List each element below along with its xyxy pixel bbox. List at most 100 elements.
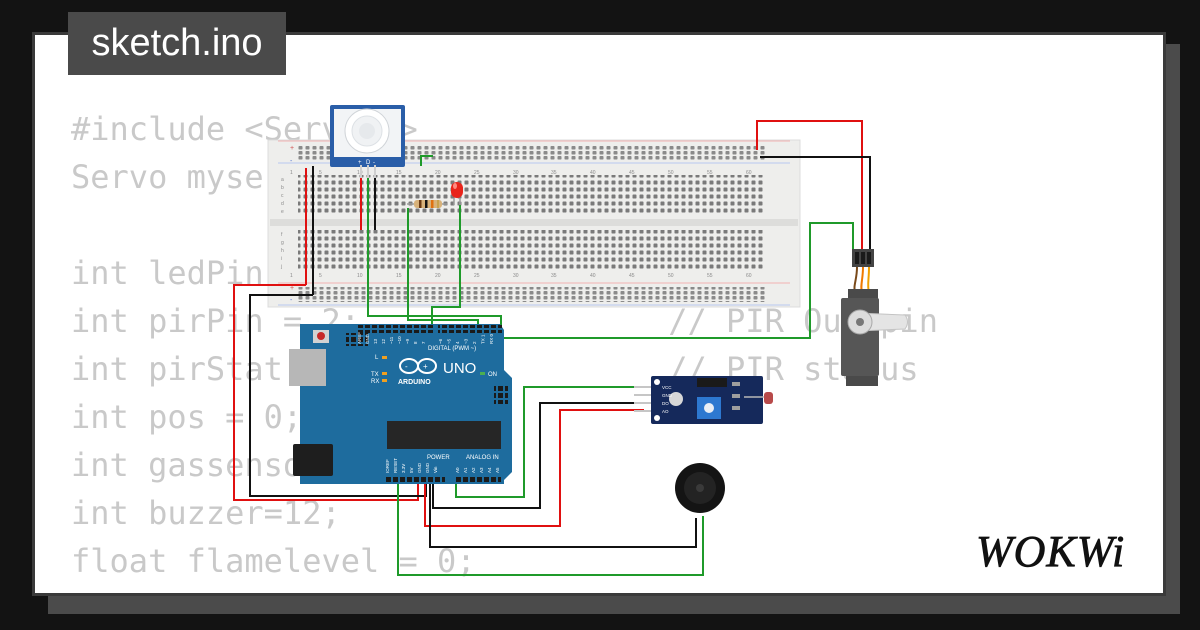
svg-text:-: - (405, 362, 408, 371)
breadboard-row-letter: a (281, 177, 284, 183)
power-pin-label: GND (425, 462, 430, 473)
digital-pin-label: AREF (357, 332, 362, 344)
digital-header-left (357, 325, 433, 333)
sensor-pin-gnd: GND (662, 393, 673, 398)
breadboard-column-number: 25 (474, 170, 480, 176)
power-jack (293, 444, 333, 476)
tx-led-label: TX (371, 372, 379, 378)
digital-header-right (438, 325, 502, 333)
pir-motion-sensor[interactable]: + D - (330, 105, 405, 178)
power-pin-label: 5V (409, 467, 414, 473)
digital-pin-label: GND (365, 333, 370, 344)
wokwi-logo-text: WOKWi (976, 527, 1125, 576)
breadboard-row-letter: b (281, 185, 284, 191)
digital-pin-label: 12 (381, 338, 386, 344)
digital-pin-label: ~6 (438, 338, 443, 344)
l-led-label: L (375, 355, 379, 361)
breadboard-column-number: 35 (551, 170, 557, 176)
breadboard-column-number: 45 (629, 273, 635, 279)
analog-pin-label: A3 (479, 467, 484, 473)
breadboard-column-number: 5 (319, 170, 322, 176)
power-label: POWER (427, 455, 450, 461)
breadboard-column-number: 1 (290, 170, 293, 176)
code-line: float flamelevel = 0; (71, 542, 476, 580)
breadboard-row-letter: h (281, 248, 284, 254)
breadboard-column-number: 45 (629, 170, 635, 176)
digital-pin-label: ~9 (405, 338, 410, 344)
digital-label: DIGITAL (PWM ~) (428, 346, 476, 352)
breadboard-column-number: 40 (590, 273, 596, 279)
power-pin-label: IOREF (385, 459, 390, 473)
power-pin-label: RESET (393, 458, 398, 473)
breadboard-column-number: 10 (357, 170, 363, 176)
sensor-pin-do: DO (662, 401, 669, 406)
on-led-label: ON (488, 372, 497, 378)
power-pin-label: 3.3V (401, 464, 406, 473)
usb-port (289, 349, 326, 386)
breadboard-row-letter: g (281, 240, 284, 246)
digital-pin-label: ~11 (389, 336, 394, 344)
piezo-buzzer[interactable] (675, 463, 725, 513)
pir-pin-label-gnd: - (373, 160, 375, 166)
code-line: int pirPin = 2; // PIR Out pin (71, 302, 938, 340)
svg-text:-: - (290, 297, 293, 304)
arduino-logo: - + (399, 358, 437, 374)
breadboard-column-number: 55 (707, 273, 713, 279)
breadboard-column-number: 30 (513, 170, 519, 176)
servo-motor[interactable] (841, 249, 908, 386)
breadboard-column-number: 20 (435, 273, 441, 279)
breadboard-column-number: 25 (474, 273, 480, 279)
arduino-uno-board[interactable]: DIGITAL (PWM ~) - + UNO ARDUINO L TX RX … (289, 324, 512, 484)
analog-pin-label: A1 (463, 467, 468, 473)
brand-label: ARDUINO (398, 379, 431, 386)
power-pin-label: GND (417, 462, 422, 473)
sensor-pin-vcc: VCC (662, 385, 672, 390)
digital-pin-label: 4 (455, 341, 460, 344)
breadboard-column-number: 15 (396, 273, 402, 279)
wokwi-logo: WOKWi (976, 527, 1125, 577)
breadboard-column-number: 40 (590, 170, 596, 176)
svg-text:-: - (290, 158, 293, 165)
red-led[interactable] (451, 182, 463, 205)
breadboard-column-number: 30 (513, 273, 519, 279)
analog-pin-label: A5 (495, 467, 500, 473)
breadboard-column-number: 55 (707, 170, 713, 176)
pir-pin-label-vcc: + (358, 160, 362, 166)
flame-sensor-module[interactable]: VCC GND DO AO (634, 376, 773, 424)
breadboard-row-letter: f (281, 232, 283, 238)
breadboard-row-letter: e (281, 209, 284, 215)
breadboard-row-letter: j (280, 264, 282, 270)
filename-badge: sketch.ino (68, 12, 286, 75)
analog-pin-label: A2 (471, 467, 476, 473)
breadboard-row-letter: d (281, 201, 284, 207)
svg-text:+: + (423, 362, 428, 371)
breadboard-column-number: 35 (551, 273, 557, 279)
breadboard-column-number: 1 (290, 273, 293, 279)
breadboard-column-number: 10 (357, 273, 363, 279)
model-label: UNO (443, 360, 476, 377)
digital-pin-label: ~3 (464, 338, 469, 344)
breadboard-column-number: 5 (319, 273, 322, 279)
digital-pin-label: 7 (421, 341, 426, 344)
atmega-chip (387, 421, 501, 449)
digital-pin-label: TX 1 (481, 334, 486, 344)
rx-led-label: RX (371, 379, 379, 385)
breadboard-row-letter: i (281, 256, 282, 262)
digital-pin-label: 2 (472, 341, 477, 344)
breadboard-column-number: 15 (396, 170, 402, 176)
breadboard-row-letter: c (281, 193, 284, 199)
digital-pin-label: 8 (413, 341, 418, 344)
digital-pin-label: 13 (373, 338, 378, 344)
sensor-pin-ao: AO (662, 409, 669, 414)
pir-pin-label-out: D (366, 160, 371, 166)
power-pin-label: Vin (433, 466, 438, 473)
analog-pin-label: A4 (487, 467, 492, 473)
analog-label: ANALOG IN (466, 455, 499, 461)
reset-button[interactable] (317, 332, 325, 340)
resistor[interactable] (407, 200, 447, 208)
